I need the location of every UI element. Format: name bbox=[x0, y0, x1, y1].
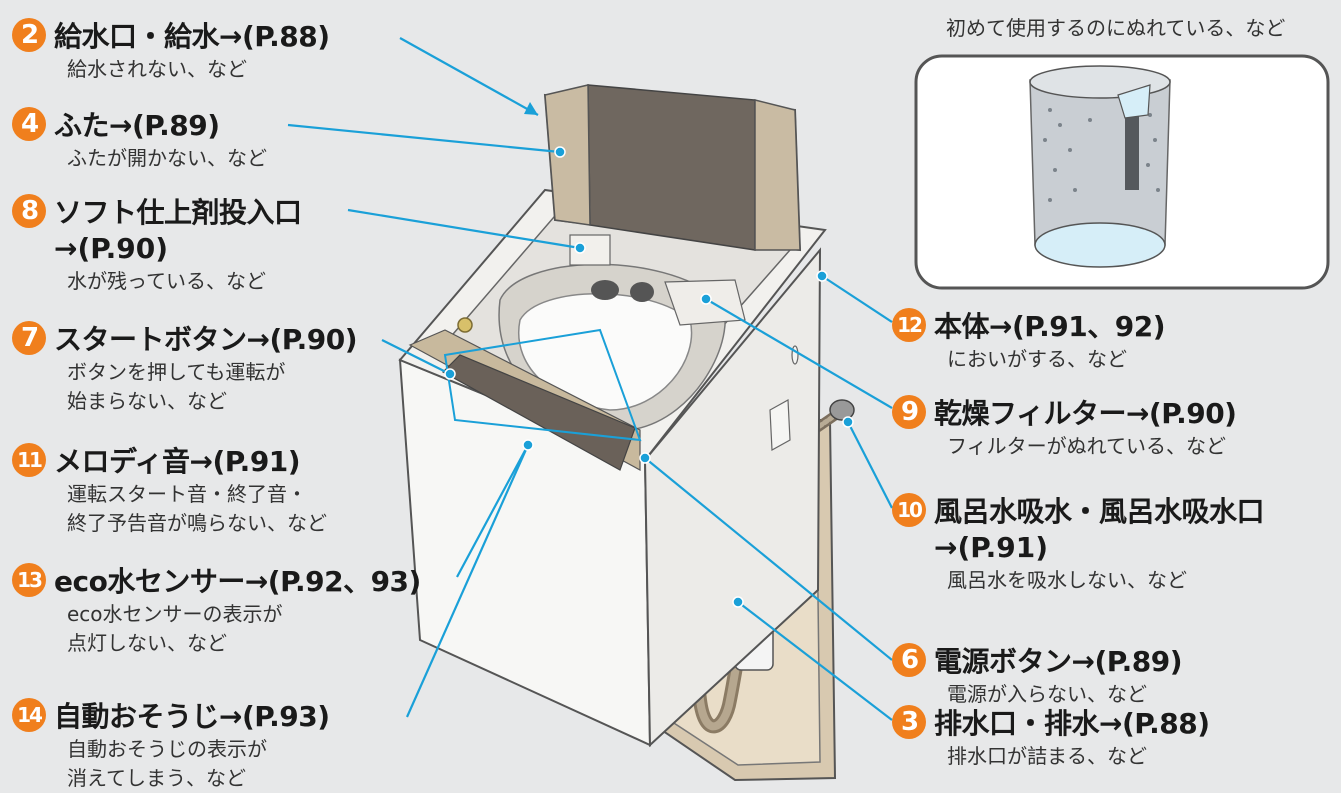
callout-water-inlet: 2 給水口・給水→(P.88) 給水されない、など bbox=[12, 15, 330, 84]
callout-drain: 3 排水口・排水→(P.88) 排水口が詰まる、など bbox=[892, 702, 1210, 771]
callout-title: 排水口・排水→(P.88) bbox=[934, 707, 1210, 740]
callout-start-button: 7 スタートボタン→(P.90) ボタンを押しても運転が 始まらない、など bbox=[12, 318, 358, 416]
badge-14: 14 bbox=[12, 698, 46, 732]
machine-body bbox=[398, 188, 827, 748]
callout-title: 給水口・給水→(P.88) bbox=[54, 20, 330, 53]
callout-title: 電源ボタン→(P.89) bbox=[934, 645, 1183, 678]
callout-bath-water: 10 風呂水吸水・風呂水吸水口 →(P.91) 風呂水を吸水しない、など bbox=[892, 490, 1265, 595]
callout-body: 12 本体→(P.91、92) においがする、など bbox=[892, 305, 1166, 374]
callout-desc: 排水口が詰まる、など bbox=[947, 744, 1147, 768]
callout-title: 自動おそうじ→(P.93) bbox=[54, 700, 330, 733]
callout-title: 乾燥フィルター→(P.90) bbox=[934, 397, 1237, 430]
callout-desc-line2: 点灯しない、など bbox=[67, 631, 227, 655]
badge-12: 12 bbox=[892, 308, 926, 342]
badge-8: 8 bbox=[12, 194, 46, 228]
callout-desc: 水が残っている、など bbox=[67, 269, 266, 293]
leader-dots bbox=[444, 146, 854, 608]
leader-lines bbox=[287, 37, 893, 721]
callout-title: eco水センサー→(P.92、93) bbox=[54, 565, 421, 598]
callout-title: 風呂水吸水・風呂水吸水口 bbox=[934, 495, 1265, 528]
badge-9: 9 bbox=[892, 395, 926, 429]
callout-desc: 運転スタート音・終了音・ bbox=[67, 482, 307, 506]
callout-title-line2: →(P.91) bbox=[934, 531, 1049, 564]
callout-desc-line2: 始まらない、など bbox=[67, 389, 227, 413]
callout-desc: 自動おそうじの表示が bbox=[67, 737, 267, 761]
callout-title: メロディ音→(P.91) bbox=[54, 445, 301, 478]
callout-desc: ふたが開かない、など bbox=[67, 146, 267, 170]
callout-lid: 4 ふた→(P.89) ふたが開かない、など bbox=[12, 104, 267, 173]
badge-13: 13 bbox=[12, 563, 46, 597]
callout-desc: 初めて使用するのにぬれている、など bbox=[946, 16, 1286, 40]
drum-inset bbox=[914, 54, 1330, 290]
arrow-head bbox=[524, 102, 538, 115]
callout-desc: においがする、など bbox=[947, 347, 1127, 371]
callout-desc: フィルターがぬれている、など bbox=[947, 434, 1226, 458]
callout-eco-sensor: 13 eco水センサー→(P.92、93) eco水センサーの表示が 点灯しない… bbox=[12, 560, 421, 658]
callout-title: 本体→(P.91、92) bbox=[934, 310, 1166, 343]
callout-melody: 11 メロディ音→(P.91) 運転スタート音・終了音・ 終了予告音が鳴らない、… bbox=[12, 440, 327, 538]
callout-title: ふた→(P.89) bbox=[54, 109, 220, 142]
badge-11: 11 bbox=[12, 443, 46, 477]
badge-6: 6 bbox=[892, 643, 926, 677]
callout-softener-inlet: 8 ソフト仕上剤投入口 →(P.90) 水が残っている、など bbox=[12, 191, 302, 296]
callout-desc: ボタンを押しても運転が bbox=[67, 360, 286, 384]
callout-desc-line2: 消えてしまう、など bbox=[67, 766, 246, 790]
callout-dry-filter: 9 乾燥フィルター→(P.90) フィルターがぬれている、など bbox=[892, 392, 1237, 461]
badge-2: 2 bbox=[12, 18, 46, 52]
callout-drum: 初めて使用するのにぬれている、など bbox=[946, 14, 1285, 43]
callout-desc: 給水されない、など bbox=[67, 57, 247, 81]
badge-10: 10 bbox=[892, 493, 926, 527]
callout-auto-clean: 14 自動おそうじ→(P.93) 自動おそうじの表示が 消えてしまう、など bbox=[12, 695, 330, 793]
badge-7: 7 bbox=[12, 321, 46, 355]
callout-power-button: 6 電源ボタン→(P.89) 電源が入らない、など bbox=[892, 640, 1183, 709]
callout-desc: 電源が入らない、など bbox=[947, 682, 1147, 706]
callout-title-line2: →(P.90) bbox=[54, 232, 169, 265]
callout-title: ソフト仕上剤投入口 bbox=[54, 196, 302, 229]
callout-title: スタートボタン→(P.90) bbox=[54, 323, 358, 356]
badge-3: 3 bbox=[892, 705, 926, 739]
callout-desc: 風呂水を吸水しない、など bbox=[947, 568, 1187, 592]
callout-desc: eco水センサーの表示が bbox=[67, 602, 283, 626]
lid-illustration bbox=[543, 84, 802, 252]
callout-desc-line2: 終了予告音が鳴らない、など bbox=[67, 511, 327, 535]
badge-4: 4 bbox=[12, 107, 46, 141]
